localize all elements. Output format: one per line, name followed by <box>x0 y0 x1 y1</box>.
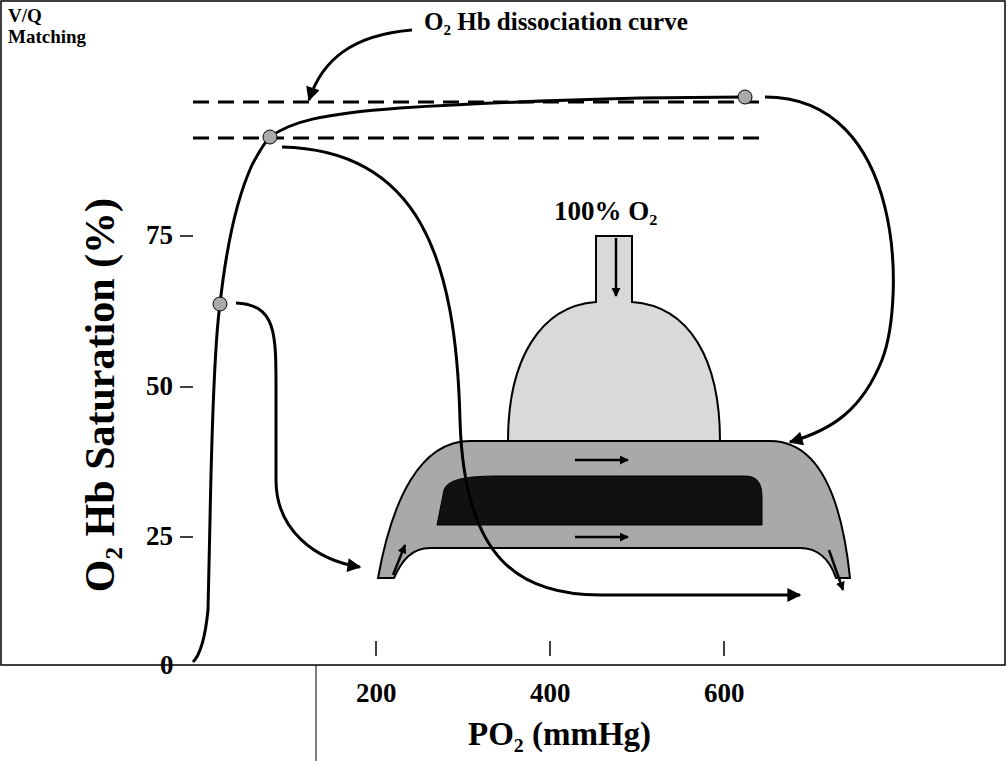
tick-label: 25 <box>146 522 173 552</box>
tick-label: 600 <box>704 679 745 709</box>
axis-title: O₂ Hb Saturation (%) <box>77 198 123 592</box>
curve-label: O₂ Hb dissociation curve <box>424 8 688 36</box>
tick-label: 50 <box>146 372 173 402</box>
y-ticks <box>180 236 193 537</box>
axis-title: PO₂ (mmHg) <box>468 716 651 752</box>
frame <box>1 1 1005 665</box>
dissociation-curve <box>193 97 745 662</box>
tick-label: 75 <box>146 221 173 251</box>
tick-label: 200 <box>356 679 397 709</box>
leader-arrows <box>236 30 893 595</box>
tick-label: 400 <box>530 679 571 709</box>
curve-points <box>213 90 752 311</box>
frame-line <box>316 665 317 761</box>
gas-label: 100% O₂ <box>554 197 657 227</box>
corner-note: V/Q Matching <box>8 6 98 48</box>
bell-jar <box>508 236 720 441</box>
x-ticks <box>376 641 724 656</box>
tick-label: 0 <box>160 651 174 681</box>
capillary <box>378 441 850 578</box>
